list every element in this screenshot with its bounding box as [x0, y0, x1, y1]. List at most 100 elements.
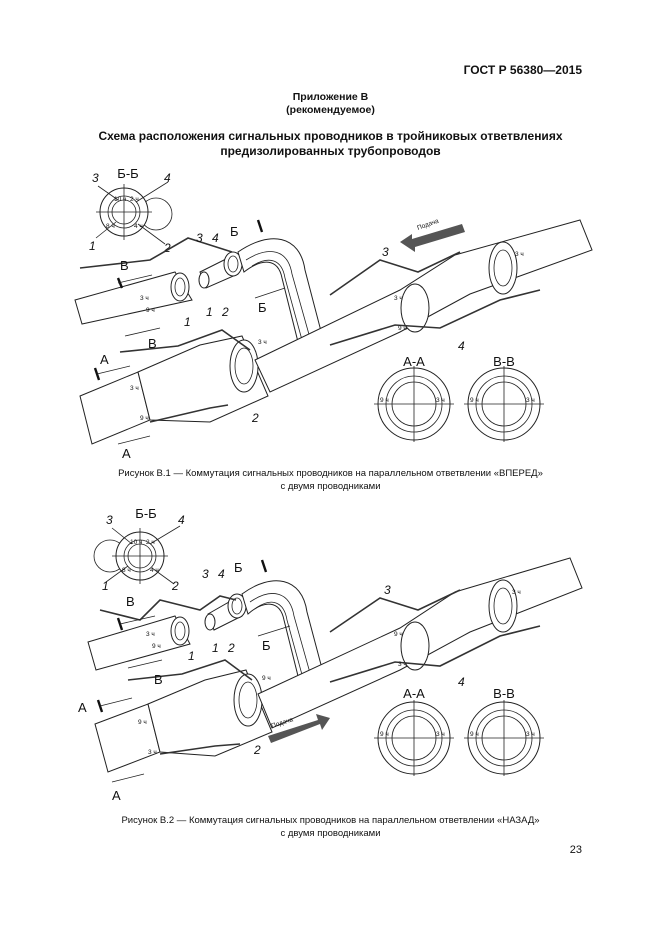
clock-3-end: 3 ч — [515, 251, 524, 258]
callout-4-riser: 4 — [218, 567, 225, 581]
riser-pipe — [204, 593, 247, 631]
clock-10: 10 ч — [130, 539, 142, 546]
clock-9-right: 9 ч — [394, 631, 403, 638]
wire-3-right — [329, 589, 461, 633]
marker-v-bottom: В — [148, 336, 157, 351]
callout-4-main: 4 — [458, 675, 465, 689]
section-vv-view — [464, 366, 544, 442]
clock-3-end: 3 ч — [512, 589, 521, 596]
main-pipe-right — [257, 557, 583, 729]
section-bb-view — [93, 525, 181, 585]
marker-v-top: В — [120, 258, 129, 273]
callout-2-riser: 2 — [221, 305, 229, 319]
elbow-pipe — [241, 580, 325, 685]
main-pipe-right — [254, 219, 593, 393]
scheme-title-line2: предизолированных трубопроводов — [220, 144, 441, 158]
marker-a-bottom: А — [122, 446, 131, 461]
riser-pipe — [198, 251, 243, 289]
section-aa-label: А-А — [403, 686, 425, 701]
vv-clock-3: 3 ч — [526, 397, 535, 404]
section-aa-view — [374, 700, 454, 776]
marker-a-top: А — [100, 352, 109, 367]
figure-2-caption-line2: с двумя проводниками — [280, 828, 381, 839]
clock-3-lower: 3 ч — [148, 749, 157, 756]
clock-2: 2 ч — [146, 539, 155, 546]
callout-4: 4 — [164, 171, 171, 185]
callout-1-riser: 1 — [206, 305, 213, 319]
section-vv-view — [464, 700, 544, 776]
clock-3-upper: 3 ч — [146, 631, 155, 638]
callout-1: 1 — [89, 239, 96, 253]
callout-4-riser: 4 — [212, 231, 219, 245]
clock-9-upper: 9 ч — [152, 643, 161, 650]
figure-1-caption-line2: с двумя проводниками — [280, 481, 381, 492]
callout-1-main: 1 — [188, 649, 195, 663]
callout-2-riser: 2 — [227, 641, 235, 655]
callout-2: 2 — [171, 579, 179, 593]
marker-a-bottom: А — [112, 788, 121, 803]
callout-3-main: 3 — [382, 245, 389, 259]
section-aa-label: А-А — [403, 354, 425, 369]
wire-3-right — [329, 251, 461, 296]
section-vv-label: В-В — [493, 354, 515, 369]
scheme-title-line1: Схема расположения сигнальных проводнико… — [98, 129, 563, 143]
callout-2-main: 2 — [253, 743, 261, 757]
wire-4-right — [329, 625, 541, 683]
section-vv-label: В-В — [493, 686, 515, 701]
clock-8: 8 ч — [122, 567, 131, 574]
figure-2-diagram: Б-Б 3 4 1 2 10 ч 2 ч 8 ч 4 ч В В — [78, 506, 583, 803]
marker-b-top: Б — [234, 560, 243, 575]
wire-4-right — [329, 289, 541, 346]
clock-9-reducer: 9 ч — [262, 675, 271, 682]
clock-4: 4 ч — [134, 223, 143, 230]
wire-3-left — [79, 237, 233, 269]
clock-9-right: 9 ч — [398, 325, 407, 332]
callout-3: 3 — [92, 171, 99, 185]
appendix-title: Приложение В — [292, 91, 369, 103]
section-bb-label: Б-Б — [135, 506, 156, 521]
vv-clock-9: 9 ч — [470, 731, 479, 738]
clock-3-lower: 3 ч — [130, 385, 139, 392]
wire-2-left — [149, 404, 229, 423]
callout-1: 1 — [102, 579, 109, 593]
vv-clock-3: 3 ч — [526, 731, 535, 738]
clock-9-lower: 9 ч — [140, 415, 149, 422]
marker-a-top: А — [78, 700, 87, 715]
callout-2-main: 2 — [251, 411, 259, 425]
marker-b-bottom: Б — [258, 300, 267, 315]
flow-arrow — [400, 224, 465, 252]
clock-8: 8 ч — [106, 223, 115, 230]
branch-pipe-upper — [74, 271, 193, 325]
callout-3-riser: 3 — [196, 231, 203, 245]
marker-b-top: Б — [230, 224, 239, 239]
flow-arrow — [268, 714, 330, 743]
main-pipe-lower — [94, 669, 273, 773]
wire-1-left — [127, 659, 253, 681]
aa-clock-9: 9 ч — [380, 397, 389, 404]
section-aa-view — [374, 366, 454, 442]
marker-v-top: В — [126, 594, 135, 609]
branch-pipe-upper — [87, 615, 191, 671]
aa-clock-3: 3 ч — [436, 397, 445, 404]
clock-3-reducer: 3 ч — [258, 339, 267, 346]
wire-2-left — [159, 743, 241, 755]
elbow-pipe — [237, 238, 323, 343]
standard-number: ГОСТ Р 56380—2015 — [463, 63, 582, 77]
section-bb-label: Б-Б — [117, 166, 138, 181]
clock-3-right: 3 ч — [398, 661, 407, 668]
section-bb-view — [95, 181, 173, 245]
callout-3-riser: 3 — [202, 567, 209, 581]
callout-2: 2 — [163, 241, 171, 255]
clock-4: 4 ч — [150, 567, 159, 574]
callout-3-main: 3 — [384, 583, 391, 597]
flow-label: Подача — [416, 218, 440, 232]
figure-1-diagram: Б-Б 3 4 1 2 10 ч 2 ч 8 ч 4 ч — [74, 166, 593, 461]
callout-3: 3 — [106, 513, 113, 527]
wire-3-left — [99, 595, 237, 621]
appendix-subtitle: (рекомендуемое) — [286, 104, 375, 116]
marker-v-bottom: В — [154, 672, 163, 687]
vv-clock-9: 9 ч — [470, 397, 479, 404]
callout-4-main: 4 — [458, 339, 465, 353]
clock-3-upper: 3 ч — [140, 295, 149, 302]
marker-b-bottom: Б — [262, 638, 271, 653]
